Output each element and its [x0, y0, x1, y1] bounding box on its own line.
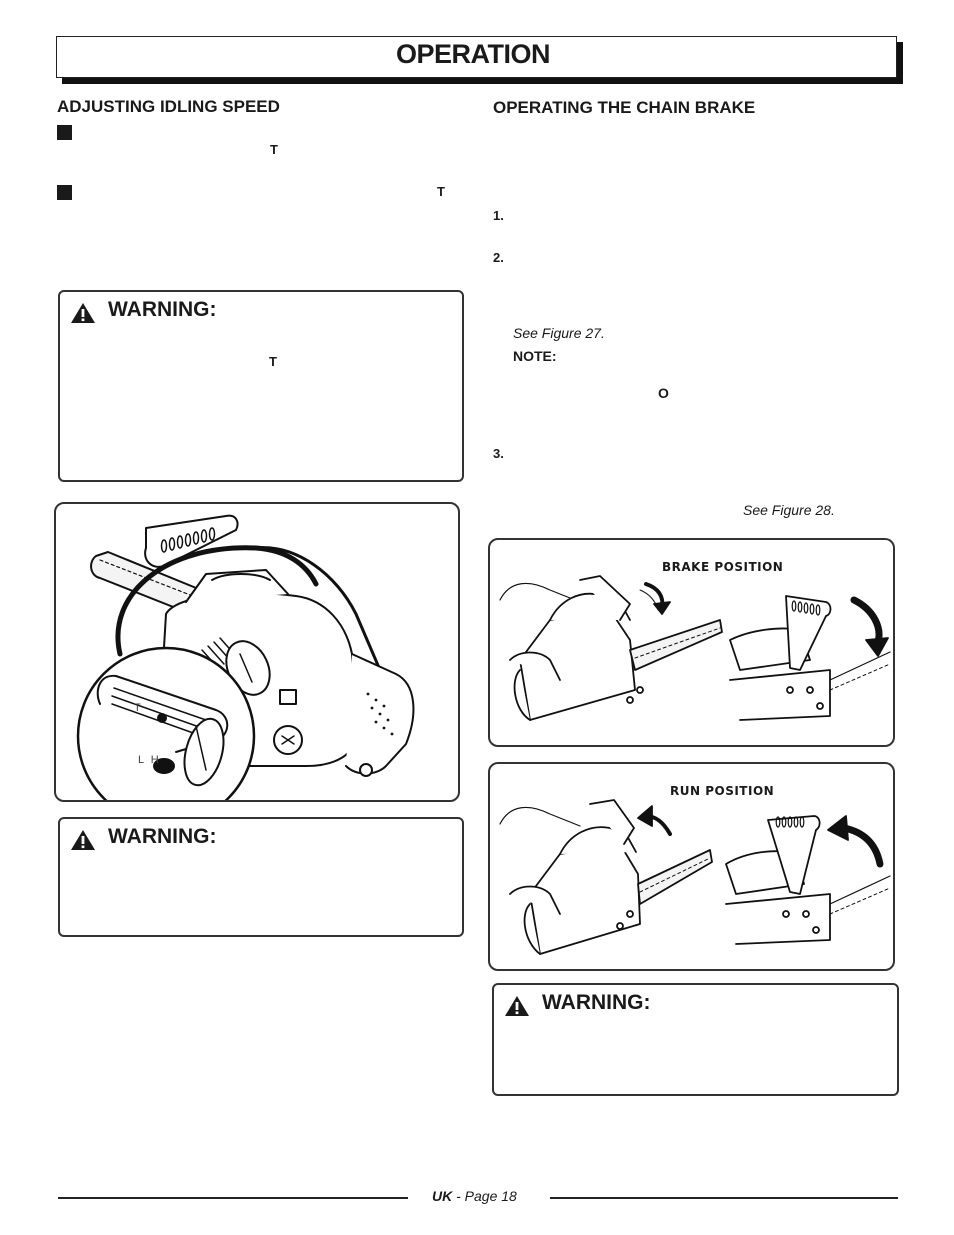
- section-heading-chain-brake: OPERATING THE CHAIN BRAKE: [493, 98, 756, 117]
- footer-page-number: - Page 18: [456, 1188, 517, 1204]
- step-number: 1.: [493, 208, 504, 223]
- bullet-square: [57, 125, 72, 140]
- figure-carburettor-adjustment: T L H: [54, 502, 460, 802]
- warning-box: WARNING: T: [58, 290, 464, 482]
- run-position-illustration: [499, 799, 891, 955]
- warning-triangle-icon: [505, 996, 529, 1016]
- brake-position-illustration: [499, 575, 891, 721]
- warning-box: WARNING:: [492, 983, 899, 1096]
- warning-triangle-icon: [71, 303, 95, 323]
- figure-label: BRAKE POSITION: [662, 560, 784, 574]
- screw-label-lh: L H: [138, 754, 161, 766]
- figure-reference: See Figure 27.: [513, 325, 605, 341]
- step-number: 3.: [493, 446, 504, 461]
- step-number: 2.: [493, 250, 504, 265]
- screw-label-t: T: [134, 702, 141, 714]
- footer-rule-right: [550, 1197, 898, 1199]
- text-fragment: T: [269, 354, 277, 369]
- text-fragment: O: [658, 385, 669, 401]
- page-title-box: OPERATION: [56, 36, 897, 78]
- figure-run-position: RUN POSITION: [488, 762, 895, 971]
- text-fragment: T: [437, 184, 445, 199]
- figure-label: RUN POSITION: [670, 784, 775, 798]
- warning-title: WARNING:: [108, 825, 217, 848]
- warning-box: WARNING:: [58, 817, 464, 937]
- page-title: OPERATION: [396, 39, 551, 69]
- warning-title: WARNING:: [108, 298, 217, 321]
- warning-title: WARNING:: [542, 991, 651, 1014]
- footer-region: UK: [432, 1188, 453, 1204]
- figure-brake-position: BRAKE POSITION: [488, 538, 895, 747]
- page-footer: UK - Page 18: [432, 1188, 517, 1204]
- note-label: NOTE:: [513, 348, 557, 364]
- warning-triangle-icon: [71, 830, 95, 850]
- section-heading-idling-speed: ADJUSTING IDLING SPEED: [57, 97, 280, 116]
- text-fragment: T: [270, 142, 278, 157]
- footer-rule-left: [58, 1197, 408, 1199]
- figure-reference: See Figure 28.: [743, 502, 835, 518]
- chainsaw-illustration: [76, 514, 415, 800]
- bullet-square: [57, 185, 72, 200]
